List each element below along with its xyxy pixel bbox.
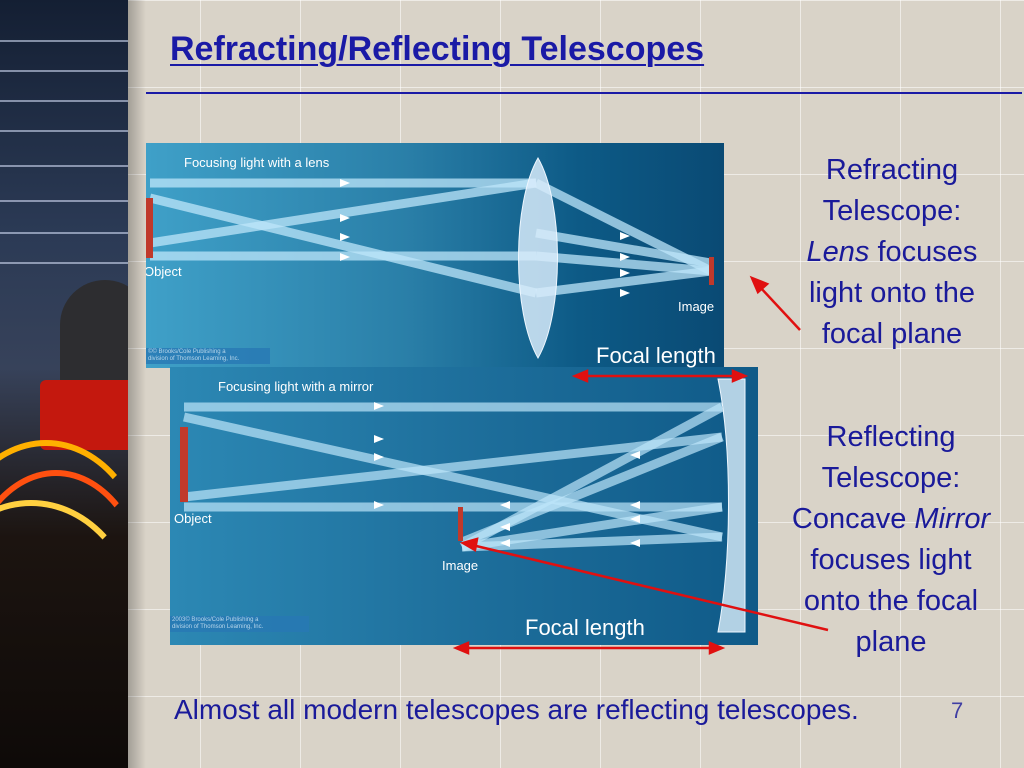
- lens-candle: [146, 198, 153, 258]
- reflecting-description: Reflecting Telescope: Concave Mirror foc…: [791, 421, 991, 658]
- title-rule: [146, 92, 1022, 94]
- focal-length-top-label: Focal length: [596, 343, 716, 368]
- mirror-light-rays: [183, 402, 725, 552]
- mirror-candle: [180, 427, 188, 502]
- slide-title: Refracting/Reflecting Telescopes: [170, 30, 705, 68]
- focal-length-bottom-label: Focal length: [525, 615, 645, 640]
- lens-image-label: Image: [678, 299, 715, 314]
- lens-diagram: Focusing light with a lens Object Image …: [146, 143, 724, 368]
- mirror-diagram: Focusing light with a mirror Object Imag…: [170, 367, 758, 645]
- lens-diagram-heading: Focusing light with a lens: [184, 155, 330, 170]
- side-photo-telescope: [0, 0, 128, 768]
- slide-number: 7: [951, 698, 964, 723]
- lens-light-rays: [148, 178, 714, 298]
- mirror-image-label: Image: [442, 558, 479, 573]
- lens-object-label: Object: [146, 264, 182, 279]
- lens-word: Lens: [806, 236, 870, 268]
- convex-lens: [518, 156, 558, 360]
- lens-credit: ©© Brooks/Cole Publishing a division of …: [146, 348, 270, 364]
- refracting-description: Refracting Telescope: Lens focuses light…: [806, 154, 978, 350]
- side-photo-shadow: [128, 0, 146, 768]
- mirror-word: Mirror: [914, 503, 991, 535]
- mirror-object-label: Object: [174, 511, 212, 526]
- concave-mirror: [717, 378, 746, 633]
- footer-statement: Almost all modern telescopes are reflect…: [174, 694, 859, 725]
- mirror-credit: 2003© Brooks/Cole Publishing a division …: [170, 616, 309, 632]
- mirror-diagram-heading: Focusing light with a mirror: [218, 379, 374, 394]
- mirror-image-bar: [458, 507, 463, 541]
- lens-image-bar: [709, 257, 714, 285]
